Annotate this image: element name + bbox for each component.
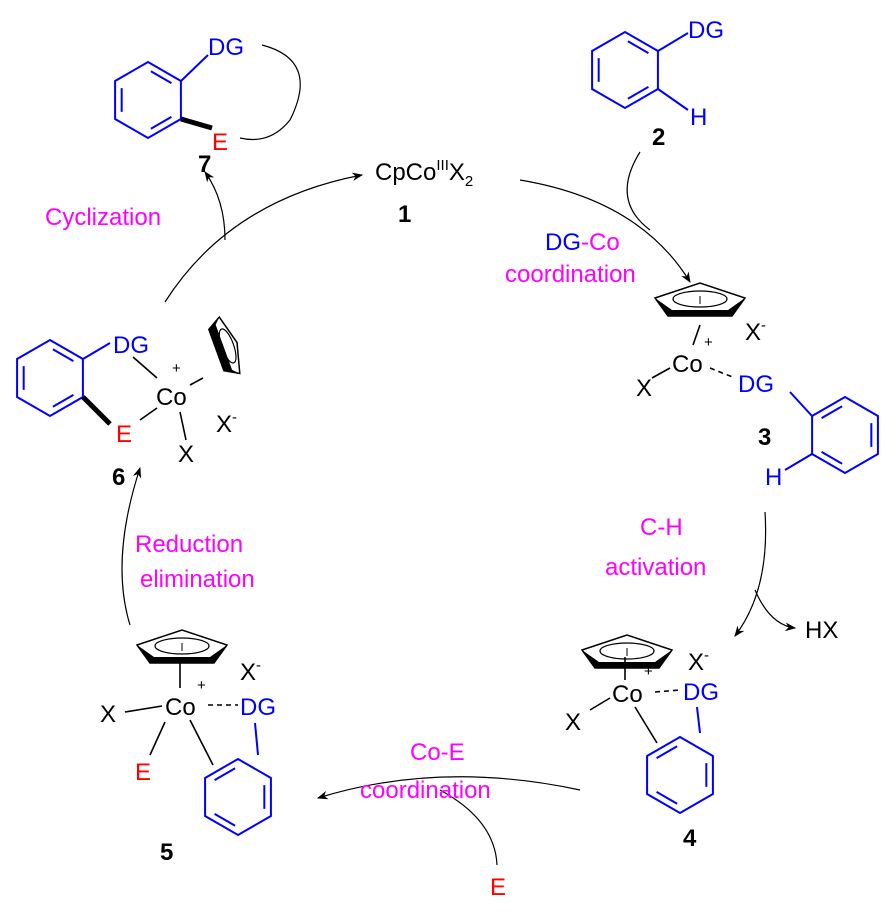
benzene-ring bbox=[591, 30, 659, 110]
step-dg-co-coordination-line2: coordination bbox=[505, 261, 636, 288]
compound-1: CpCoIIIX2 1 bbox=[375, 157, 473, 228]
anion-label: X- bbox=[745, 317, 766, 346]
cyclopentadienyl-ring bbox=[653, 282, 747, 317]
anion-label: X- bbox=[688, 647, 709, 676]
dg-label: DG bbox=[208, 34, 244, 61]
dg-label: DG bbox=[240, 694, 276, 721]
benzene-ring bbox=[646, 735, 714, 815]
compound-2-number: 2 bbox=[652, 124, 665, 151]
arrow-1-to-3 bbox=[519, 179, 691, 283]
compound-6-number: 6 bbox=[112, 464, 125, 491]
compound-5: Co + X- X DG E 5 bbox=[100, 629, 276, 866]
arrow-hx-release bbox=[754, 589, 797, 632]
charge: + bbox=[644, 663, 653, 680]
x-label: X bbox=[636, 375, 652, 402]
co-label: Co bbox=[612, 681, 643, 708]
arrow-2-entry bbox=[626, 151, 651, 231]
compound-7: DG E 7 bbox=[114, 34, 301, 178]
x-label: X bbox=[565, 709, 581, 736]
x-label: X bbox=[178, 441, 194, 468]
e-label: E bbox=[135, 759, 151, 786]
e-label: E bbox=[116, 421, 132, 448]
cyclopentadienyl-ring bbox=[580, 634, 674, 669]
e-label: E bbox=[212, 129, 228, 156]
compound-4: Co + X- X DG 4 bbox=[565, 634, 719, 852]
dg-label: DG bbox=[113, 332, 149, 359]
arrow-5-to-6 bbox=[121, 466, 142, 626]
h-label: H bbox=[765, 464, 782, 491]
co-label: Co bbox=[672, 351, 703, 378]
step-dg-co-coordination-line1: DG-Co bbox=[545, 229, 620, 256]
compound-3-number: 3 bbox=[758, 424, 771, 451]
step-co-e-coordination-line1: Co-E bbox=[410, 739, 465, 766]
step-ch-activation-line1: C-H bbox=[640, 514, 683, 541]
benzene-ring bbox=[204, 757, 272, 837]
compound-5-number: 5 bbox=[160, 839, 173, 866]
h-label: H bbox=[690, 104, 707, 131]
charge: + bbox=[172, 360, 181, 377]
x-label: X bbox=[100, 701, 116, 728]
arrow-to-7 bbox=[204, 171, 226, 241]
cyclopentadienyl-ring bbox=[207, 315, 241, 375]
arrow-3-to-4 bbox=[734, 511, 767, 637]
anion-label: X- bbox=[216, 409, 237, 438]
arrow-e-entry bbox=[439, 789, 498, 866]
co-label: Co bbox=[156, 384, 187, 411]
dg-label: DG bbox=[683, 679, 719, 706]
reagent-e: E bbox=[490, 874, 506, 901]
cyclopentadienyl-ring bbox=[135, 629, 229, 664]
step-reduction-elimination-line2: elimination bbox=[140, 566, 255, 593]
arrow-6-to-1 bbox=[164, 172, 364, 303]
charge: + bbox=[197, 677, 206, 694]
step-cyclization: Cyclization bbox=[45, 204, 161, 231]
compound-7-number: 7 bbox=[198, 151, 211, 178]
compound-4-number: 4 bbox=[683, 825, 697, 852]
arrow-4-to-5 bbox=[316, 776, 581, 800]
compound-1-formula: CpCoIIIX2 bbox=[375, 157, 473, 190]
compound-3: Co + X- X DG H 3 bbox=[636, 282, 879, 491]
compound-6: DG E Co + X X- 6 bbox=[16, 315, 241, 491]
benzene-ring bbox=[16, 338, 84, 418]
compound-1-number: 1 bbox=[398, 201, 411, 228]
benzene-ring bbox=[811, 395, 879, 475]
dg-label: DG bbox=[688, 17, 724, 44]
step-ch-activation-line2: activation bbox=[605, 554, 706, 581]
step-co-e-coordination-line2: coordination bbox=[360, 777, 491, 804]
dg-label: DG bbox=[738, 371, 774, 398]
step-reduction-elimination-line1: Reduction bbox=[135, 531, 243, 558]
co-label: Co bbox=[165, 694, 196, 721]
anion-label: X- bbox=[240, 657, 261, 686]
charge: + bbox=[704, 334, 713, 351]
benzene-ring bbox=[114, 60, 182, 140]
hx-byproduct: HX bbox=[805, 617, 838, 644]
compound-2: DG H 2 bbox=[591, 17, 724, 151]
